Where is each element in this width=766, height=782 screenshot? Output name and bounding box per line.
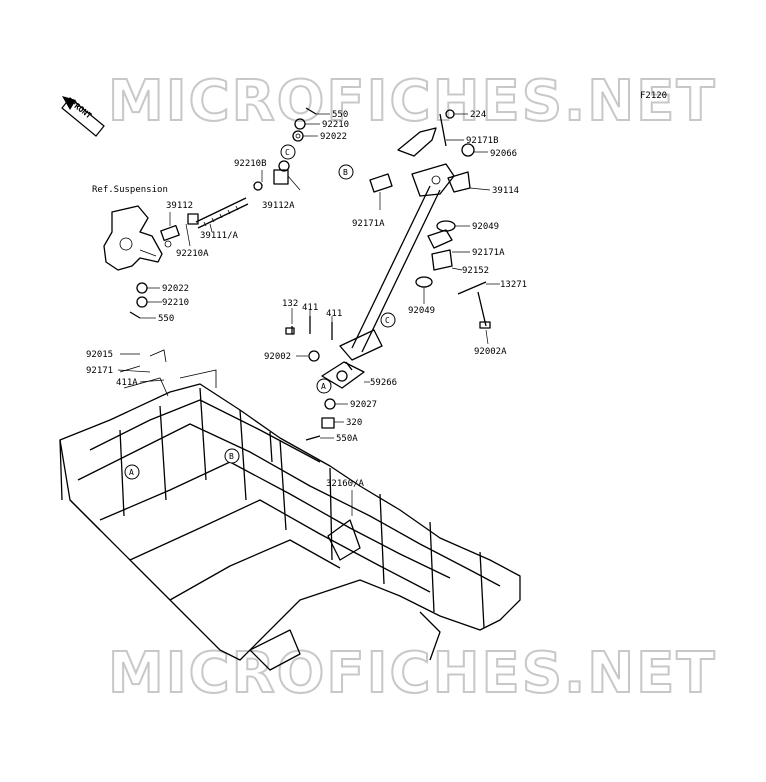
svg-text:C: C — [385, 316, 390, 325]
part-92066: 92066 — [490, 149, 517, 159]
top-hardware — [129, 107, 317, 319]
part-411a: 411A — [116, 378, 138, 388]
part-224: 224 — [470, 110, 486, 120]
ref-suspension-label: Ref.Suspension — [92, 185, 168, 195]
part-320: 320 — [346, 418, 362, 428]
part-92002a: 92002A — [474, 347, 507, 357]
tie-rod-assembly — [160, 160, 290, 248]
front-arrow-icon: FRONT — [61, 96, 105, 137]
part-92027: 92027 — [350, 400, 377, 410]
part-39112a: 39112A — [262, 201, 295, 211]
part-92171: 92171 — [86, 366, 113, 376]
part-39111a: 39111/A — [200, 231, 239, 241]
svg-text:A: A — [129, 468, 134, 477]
part-92049-a: 92049 — [472, 222, 499, 232]
part-550-left: 550 — [158, 314, 174, 324]
part-92210-top: 92210 — [322, 120, 349, 130]
main-frame — [59, 349, 521, 671]
svg-text:A: A — [321, 382, 326, 391]
svg-text:C: C — [285, 148, 290, 157]
leader-lines — [117, 113, 500, 516]
part-labels: 550 92210 92022 224 92171B 92066 92210B … — [86, 110, 527, 489]
part-411-a: 411 — [302, 303, 318, 313]
part-92171a-a: 92171A — [352, 219, 385, 229]
part-92210-left: 92210 — [162, 298, 189, 308]
steering-lower-parts — [415, 220, 491, 329]
callout-b-frame: B — [224, 448, 240, 464]
callout-c-top: C — [280, 144, 296, 160]
diagram-code: F2120 — [640, 91, 667, 101]
part-39112: 39112 — [166, 201, 193, 211]
part-92049-b: 92049 — [408, 306, 435, 316]
watermark-bottom: MICROFICHES.NET — [108, 641, 717, 706]
callout-c-mid: C — [380, 312, 396, 328]
part-92171a-b: 92171A — [472, 248, 505, 258]
part-32160a: 32160/A — [326, 479, 365, 489]
part-92210a: 92210A — [176, 249, 209, 259]
callout-a-mid: A — [316, 378, 332, 394]
svg-text:B: B — [229, 452, 234, 461]
svg-text:B: B — [343, 168, 348, 177]
part-92015: 92015 — [86, 350, 113, 360]
part-92002: 92002 — [264, 352, 291, 362]
part-92022-top: 92022 — [320, 132, 347, 142]
callout-a-frame: A — [124, 464, 140, 480]
part-550-top: 550 — [332, 110, 348, 120]
watermark-top: MICROFICHES.NET — [108, 69, 717, 134]
suspension-knuckle — [103, 205, 163, 271]
part-132: 132 — [282, 299, 298, 309]
part-550a: 550A — [336, 434, 358, 444]
part-92152: 92152 — [462, 266, 489, 276]
part-92022-left: 92022 — [162, 284, 189, 294]
steering-shaft — [339, 163, 471, 371]
part-411-b: 411 — [326, 309, 342, 319]
part-13271: 13271 — [500, 280, 527, 290]
callout-b-top: B — [338, 164, 354, 180]
part-59266: 59266 — [370, 378, 397, 388]
part-92171b: 92171B — [466, 136, 499, 146]
part-92210b: 92210B — [234, 159, 267, 169]
part-39114: 39114 — [492, 186, 519, 196]
